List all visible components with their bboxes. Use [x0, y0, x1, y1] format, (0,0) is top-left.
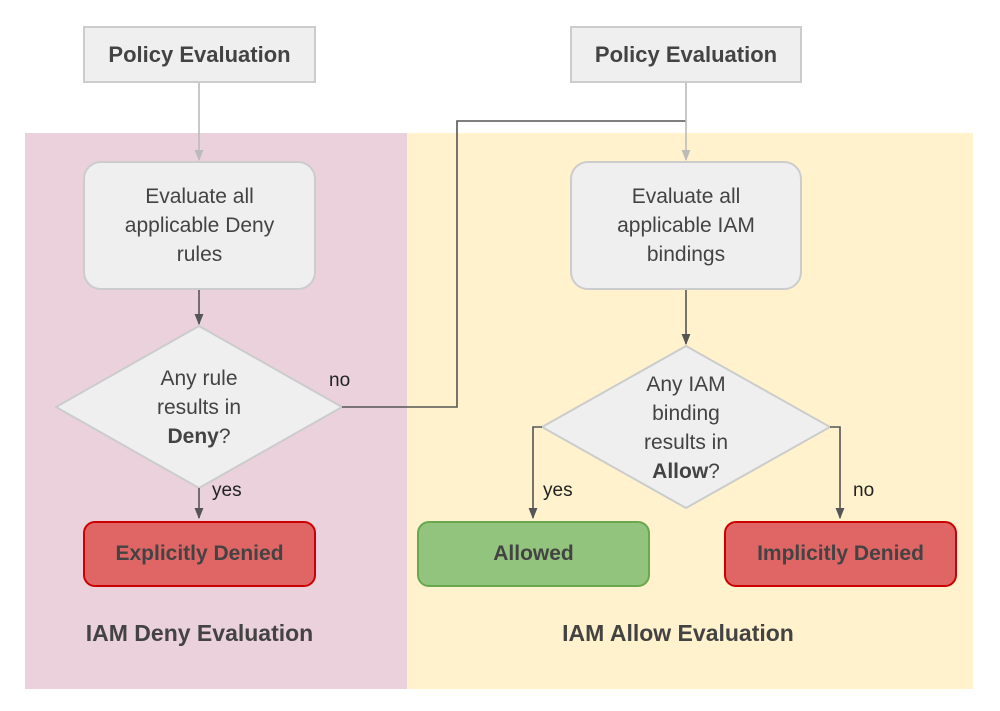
deny-process-line-3: rules	[176, 243, 223, 266]
allow-process-line-1: Evaluate all	[631, 185, 741, 208]
deny-evaluate-rules-step: Evaluate all applicable Deny rules	[83, 161, 316, 290]
allow-policy-evaluation-start: Policy Evaluation	[570, 26, 802, 83]
explicitly-denied-label: Explicitly Denied	[115, 542, 284, 565]
deny-no-label: no	[329, 370, 351, 391]
allow-start-label: Policy Evaluation	[594, 41, 778, 67]
deny-start-label: Policy Evaluation	[108, 41, 291, 67]
deny-panel-title: IAM Deny Evaluation	[85, 620, 314, 646]
deny-decision-question: Any rule results in Deny?	[109, 364, 289, 451]
allow-decision-question: Any IAM binding results in Allow?	[596, 370, 776, 486]
allow-no-label: no	[853, 480, 875, 501]
allow-decision-suffix: ?	[708, 460, 720, 483]
deny-yes-label: yes	[212, 480, 242, 501]
deny-process-line-1: Evaluate all	[145, 185, 254, 208]
deny-decision-line-1: Any rule	[160, 367, 238, 390]
allow-panel-title: IAM Allow Evaluation	[562, 620, 794, 646]
deny-decision-keyword: Deny	[167, 425, 219, 448]
deny-process-line-2: applicable Deny	[124, 214, 275, 237]
allow-decision-line-2: binding	[652, 402, 720, 425]
deny-decision-suffix: ?	[218, 425, 231, 448]
explicitly-denied-outcome: Explicitly Denied	[83, 521, 316, 587]
deny-decision-line-2: results in	[156, 396, 242, 419]
allowed-outcome: Allowed	[417, 521, 650, 587]
allow-process-line-2: applicable IAM	[617, 214, 755, 237]
allow-decision-line-3: results in	[643, 431, 729, 454]
allow-process-line-3: bindings	[646, 243, 726, 266]
deny-policy-evaluation-start: Policy Evaluation	[83, 26, 316, 83]
allow-decision-line-1: Any IAM	[646, 373, 726, 396]
allow-decision-keyword: Allow	[652, 460, 709, 483]
implicitly-denied-outcome: Implicitly Denied	[724, 521, 957, 587]
allow-yes-label: yes	[543, 480, 573, 501]
allowed-label: Allowed	[493, 542, 574, 565]
implicitly-denied-label: Implicitly Denied	[757, 542, 924, 565]
allow-evaluate-bindings-step: Evaluate all applicable IAM bindings	[570, 161, 802, 290]
